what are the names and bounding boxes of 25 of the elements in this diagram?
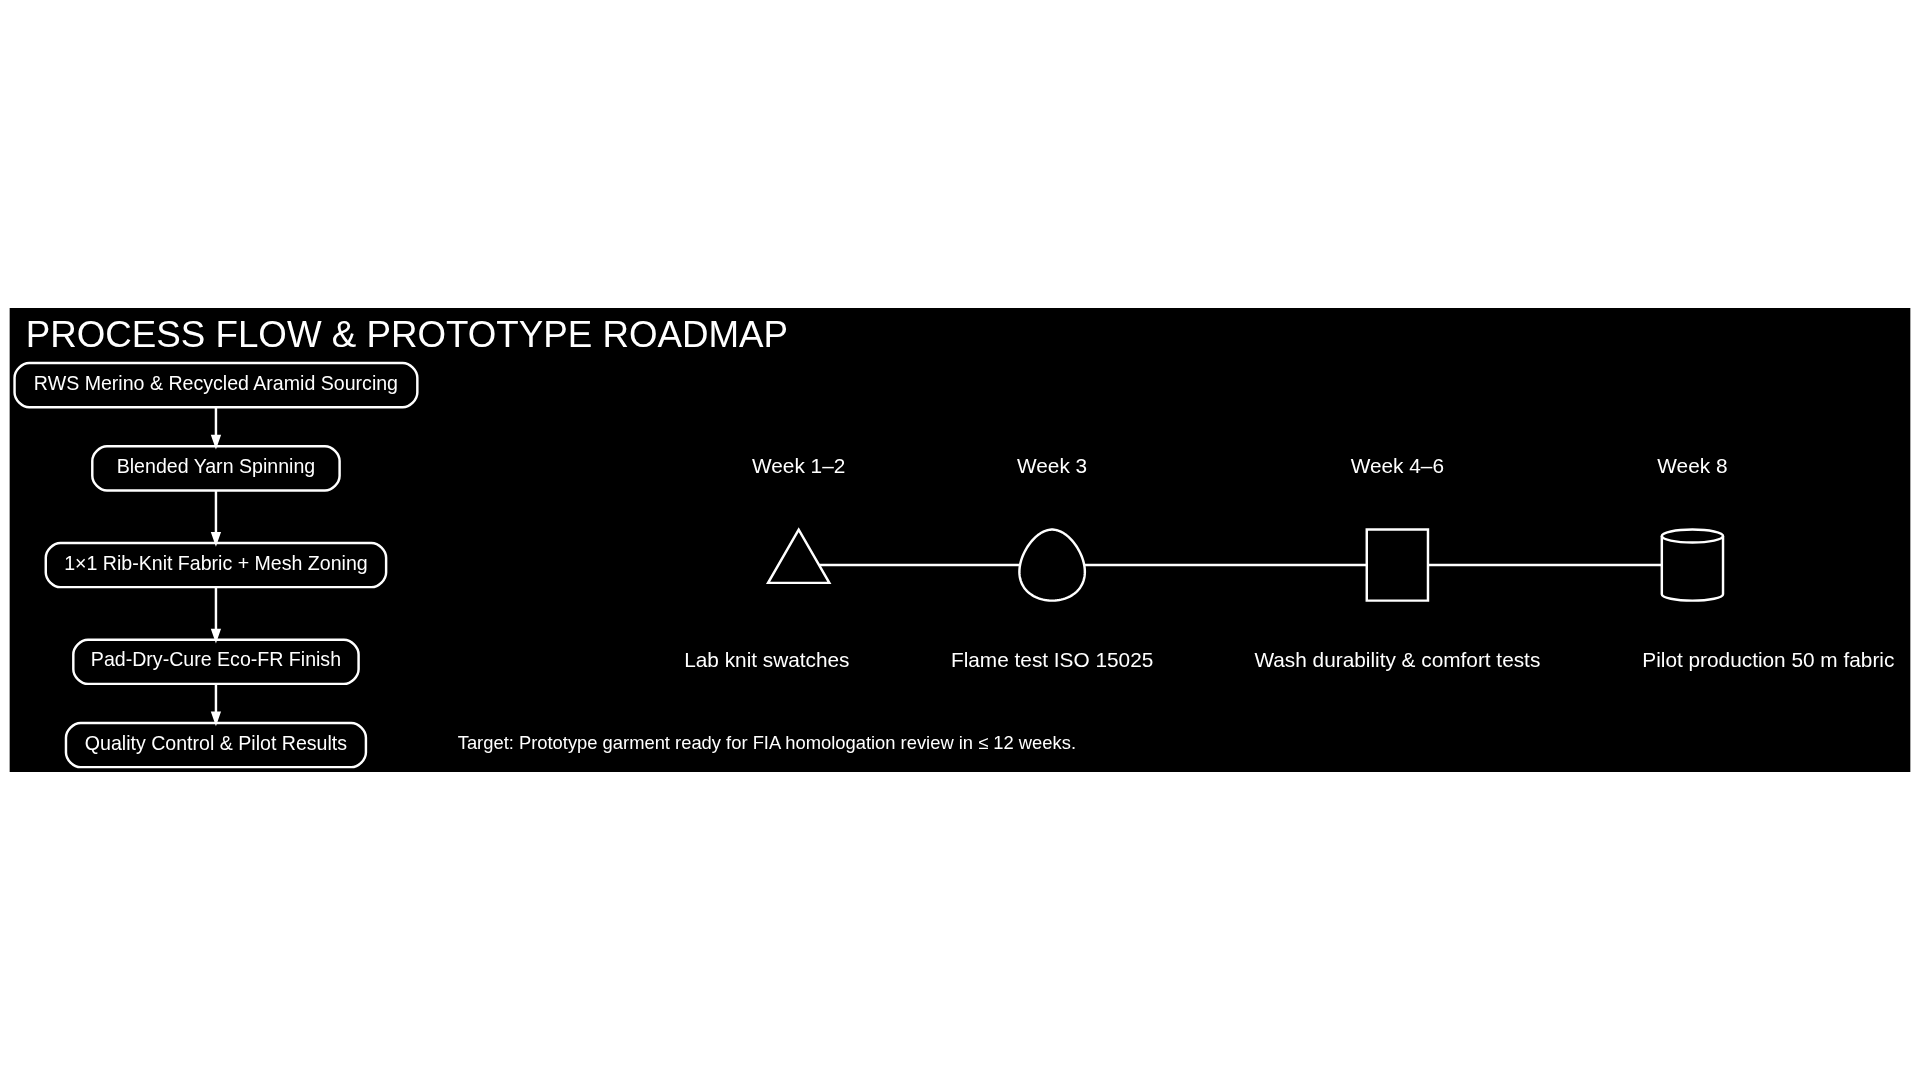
arrow [210,490,222,547]
node-washing-machine [1365,528,1430,602]
diagram-title: PROCESS FLOW & PROTOTYPE ROADMAP [25,314,789,356]
connector [819,563,1020,567]
connector [1084,563,1367,567]
node-label: Week 1–2 [752,454,846,478]
connector [1428,563,1662,567]
node-box: Quality Control & Pilot Results [64,721,368,769]
node-box: RWS Merino & Recycled Aramid Sourcing [13,361,419,409]
node-box: 1×1 Rib-Knit Fabric + Mesh Zoning [44,541,388,589]
arrow [210,684,222,727]
node-flask [765,527,832,585]
node-box: Blended Yarn Spinning [91,445,341,492]
node-label: Week 3 [1017,454,1088,478]
node-label: Week 8 [1657,454,1728,478]
node-flame [1018,528,1087,602]
arrow [210,407,222,450]
node-label: Flame test ISO 15025 [950,647,1154,671]
node-label: Week 4–6 [1350,454,1444,478]
arrow [210,587,222,644]
label: Target: Prototype garment ready for FIA homologation review in ≤ 12 weeks. [457,732,1077,754]
node-label: Pilot production 50 m fabric [1642,647,1895,671]
node-label: Wash durability & comfort tests [1254,647,1541,671]
node-label: Lab knit swatches [684,647,850,671]
node-box: Pad-Dry-Cure Eco-FR Finish [72,638,360,686]
